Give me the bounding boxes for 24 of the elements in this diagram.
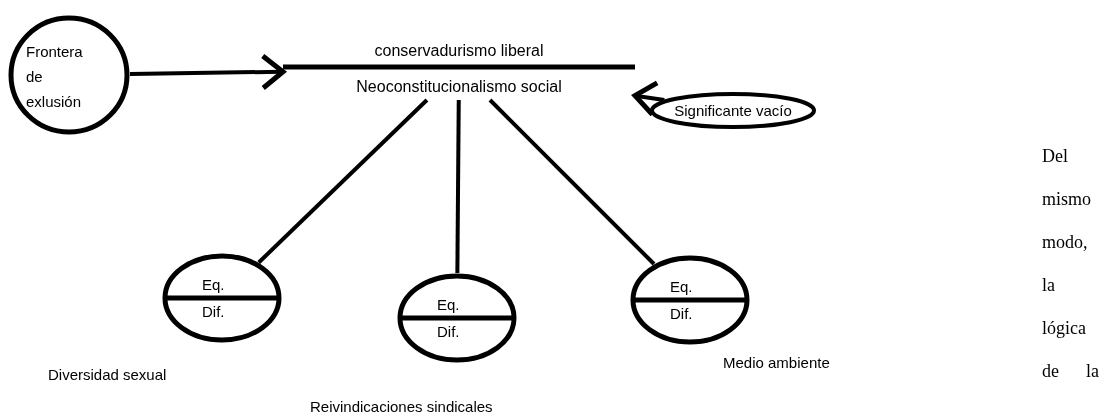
node-text: Eq. xyxy=(437,296,460,314)
node-text: Neoconstitucionalismo social xyxy=(355,77,563,97)
connector-line xyxy=(488,98,656,266)
node-label: Reivindicaciones sindicales xyxy=(310,397,493,417)
node-text: Dif. xyxy=(670,305,693,323)
paragraph-text: Del mismo modo, la lógica de la xyxy=(1042,145,1099,383)
node-text: Dif. xyxy=(202,303,225,321)
connector-line xyxy=(257,98,429,264)
split-ellipse xyxy=(397,273,517,363)
split-ellipse xyxy=(162,253,282,343)
node-label: Medio ambiente xyxy=(723,353,830,373)
node-text: conservadurismo liberal xyxy=(373,41,545,61)
node-text: Eq. xyxy=(202,276,225,294)
node-text: Eq. xyxy=(670,278,693,296)
node-text: Dif. xyxy=(437,323,460,341)
node-text: Significante vacío xyxy=(674,101,792,120)
node-label: Diversidad sexual xyxy=(48,365,167,385)
arrow xyxy=(632,80,665,117)
node-text: Frontera de exlusión xyxy=(26,42,84,112)
arrow xyxy=(129,53,286,91)
split-ellipse xyxy=(630,255,750,345)
ellipse-node xyxy=(650,92,816,129)
connector-line xyxy=(455,100,461,274)
circle-node xyxy=(8,15,130,135)
